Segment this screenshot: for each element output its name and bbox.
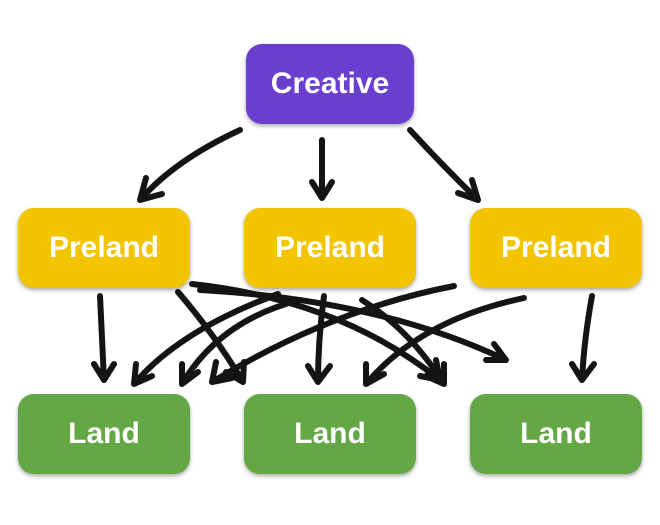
arrow-creative-to-preland-2 [309, 137, 335, 201]
arrow-creative-to-preland-1 [137, 127, 243, 203]
arrow-preland-2-to-land-1a [131, 291, 281, 387]
arrow-preland-1-to-land-3b [197, 287, 509, 363]
land-node-2: Land [244, 394, 416, 474]
preland-node-2: Preland [244, 208, 416, 288]
arrow-preland-2-to-land-1b [179, 297, 303, 387]
land-node-3: Land [470, 394, 642, 474]
arrow-preland-3-to-land-2a [209, 283, 457, 385]
land-node-1: Land [18, 394, 190, 474]
creative-node: Creative [246, 44, 414, 124]
arrow-creative-to-preland-3 [407, 127, 481, 203]
arrow-preland-3-to-land-3 [569, 293, 597, 383]
preland-node-1: Preland [18, 208, 190, 288]
preland-node-3: Preland [470, 208, 642, 288]
arrow-preland-2-to-land-2 [305, 293, 333, 385]
arrow-preland-1-to-land-1 [91, 293, 117, 383]
arrow-preland-3-to-land-2b [363, 295, 527, 387]
